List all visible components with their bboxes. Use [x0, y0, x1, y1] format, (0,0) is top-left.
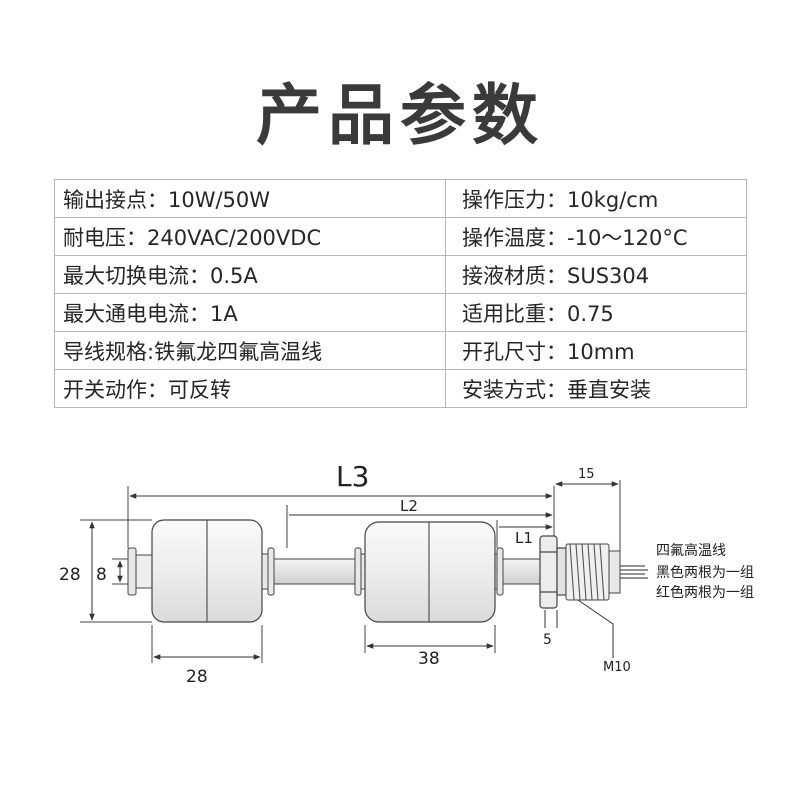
- spec-cell: 开孔尺寸：10mm: [445, 331, 747, 370]
- spec-cell: 最大通电电流：1A: [54, 293, 446, 332]
- page-title: 产品参数: [256, 77, 544, 154]
- dim-15-label: 15: [578, 467, 595, 482]
- wire-note-1: 四氟高温线: [656, 542, 726, 559]
- end-stop-collar: [127, 547, 153, 596]
- hex-nut: [539, 535, 567, 609]
- spec-cell: 适用比重：0.75: [445, 293, 747, 332]
- dim-38-label: 38: [418, 649, 440, 669]
- dim-28-width-label: 28: [186, 667, 208, 687]
- spec-cell: 导线规格:铁氟龙四氟高温线: [54, 331, 446, 370]
- dim-28-height-label: 28: [59, 565, 81, 585]
- spec-table: 输出接点：10W/50W 操作压力：10kg/cm 耐电压：240VAC/200…: [54, 179, 747, 408]
- table-row: 开关动作：可反转 安装方式：垂直安装: [54, 369, 747, 408]
- spec-cell: 安装方式：垂直安装: [445, 369, 747, 408]
- wire-note-2: 黑色两根为一组: [656, 564, 754, 581]
- dim-5-label: 5: [543, 632, 552, 648]
- spec-cell: 开关动作：可反转: [54, 369, 446, 408]
- dim-8-label: 8: [96, 565, 107, 585]
- l1-label: L1: [515, 529, 533, 547]
- spec-cell: 接液材质：SUS304: [445, 255, 747, 294]
- wires: [620, 565, 648, 579]
- table-row: 导线规格:铁氟龙四氟高温线 开孔尺寸：10mm: [54, 331, 747, 370]
- table-row: 最大通电电流：1A 适用比重：0.75: [54, 293, 747, 332]
- table-row: 最大切换电流：0.5A 接液材质：SUS304: [54, 255, 747, 294]
- m10-label: M10: [603, 660, 631, 675]
- table-row: 耐电压：240VAC/200VDC 操作温度：-10～120°C: [54, 217, 747, 256]
- l3-label: L3: [336, 460, 369, 493]
- spec-cell: 操作温度：-10～120°C: [445, 217, 747, 256]
- spec-cell: 输出接点：10W/50W: [54, 179, 446, 218]
- threaded-section: [565, 543, 621, 601]
- float-1: [151, 519, 263, 623]
- l2-label: L2: [400, 497, 418, 515]
- float-2: [364, 521, 496, 623]
- extension-lines: [80, 480, 621, 663]
- spec-cell: 最大切换电流：0.5A: [54, 255, 446, 294]
- spec-cell: 耐电压：240VAC/200VDC: [54, 217, 446, 256]
- m10-leader: [577, 599, 614, 658]
- dimension-lines: [89, 481, 619, 660]
- wire-note-3: 红色两根为一组: [656, 584, 754, 601]
